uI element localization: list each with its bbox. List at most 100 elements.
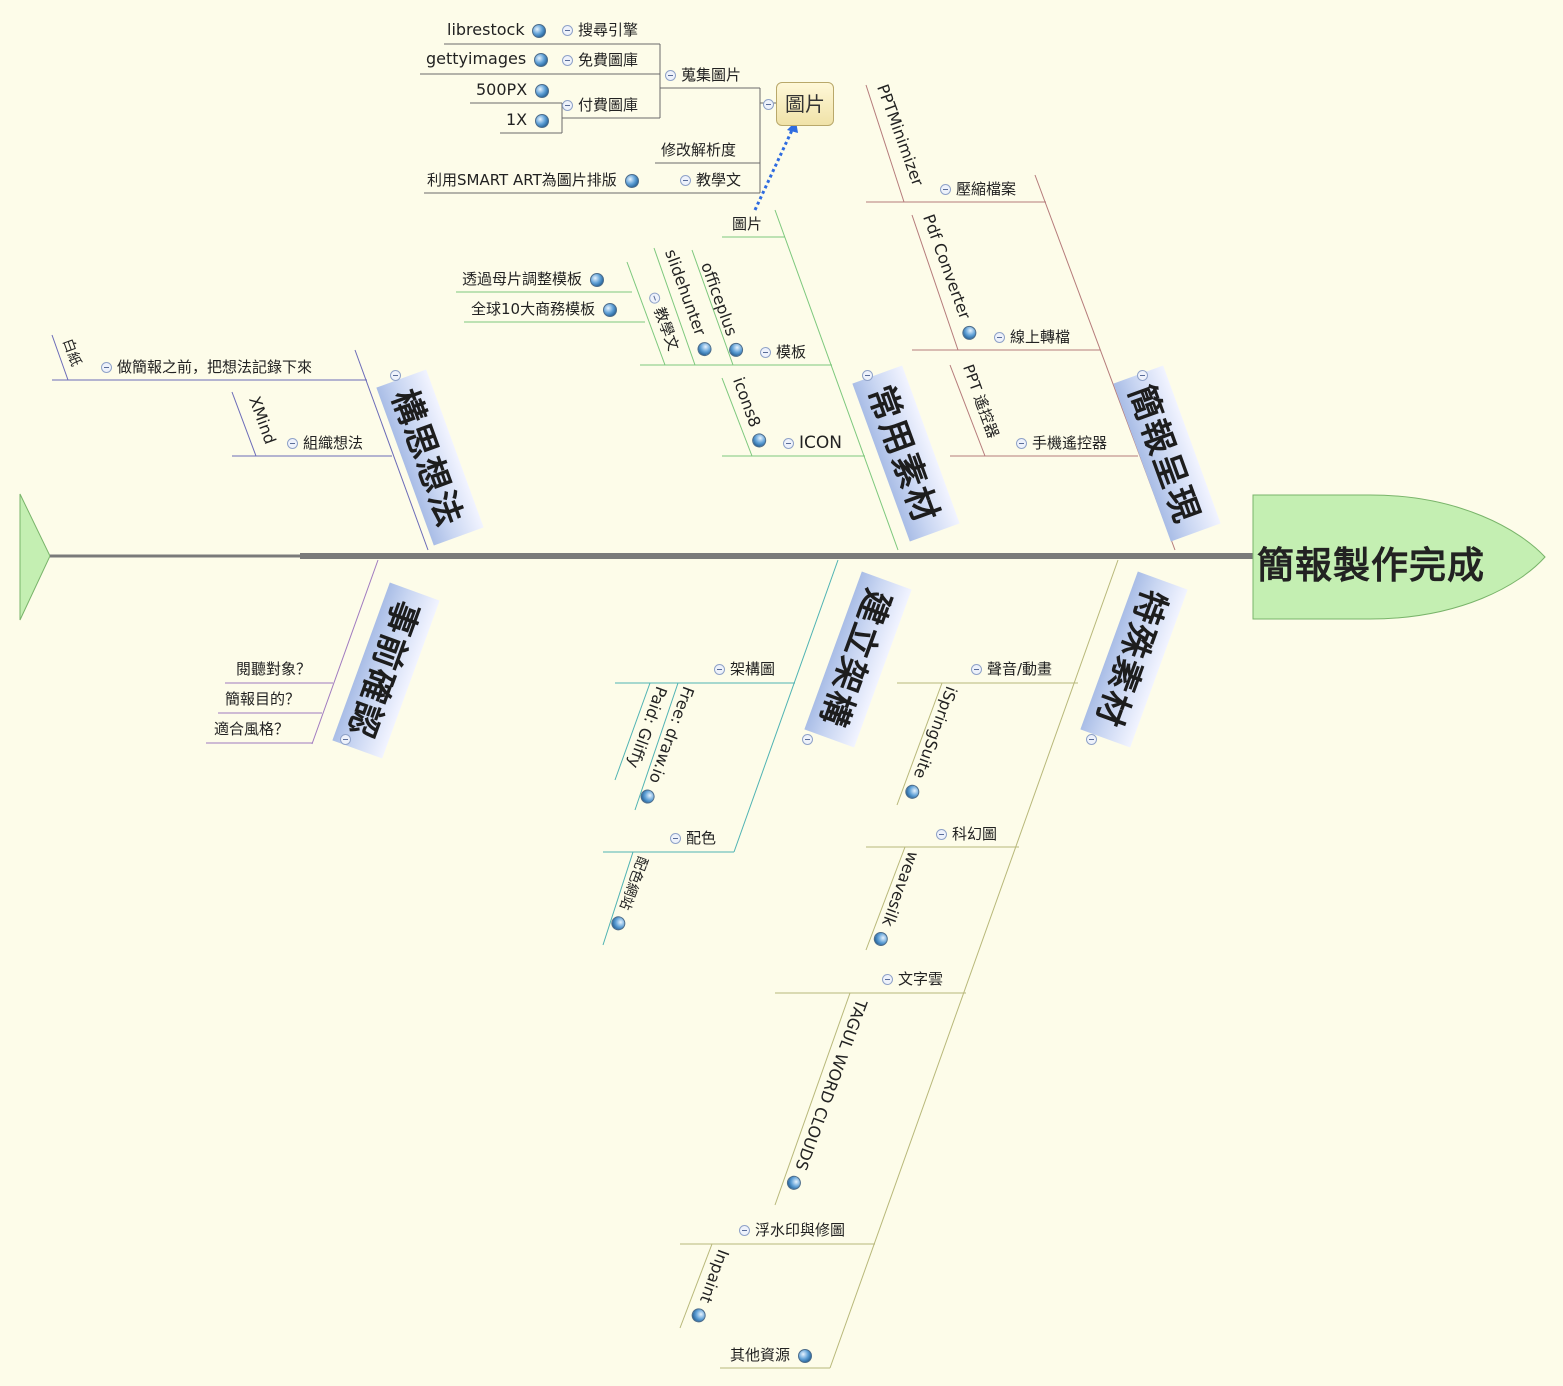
node-label: 透過母片調整模板	[462, 270, 583, 288]
node-label: 全球10大商務模板	[471, 300, 596, 318]
node-label: 簡報目的？	[225, 690, 301, 708]
globe-link-icon[interactable]	[797, 1348, 812, 1363]
node-paid-library[interactable]: 付費圖庫	[557, 96, 638, 114]
globe-link-icon[interactable]	[872, 930, 891, 949]
node-label: 文字雲	[898, 970, 944, 988]
node-label: 付費圖庫	[578, 96, 639, 114]
globe-link-icon[interactable]	[609, 914, 628, 933]
node-resolution[interactable]: 修改解析度	[661, 141, 736, 159]
collapse-icon[interactable]	[340, 734, 351, 745]
node-label: 配色	[686, 829, 717, 847]
node-global10[interactable]: 全球10大商務模板	[471, 300, 620, 318]
collapse-icon[interactable]	[882, 974, 893, 985]
globe-link-icon[interactable]	[602, 302, 617, 317]
collapse-icon[interactable]	[971, 664, 982, 675]
collapse-icon[interactable]	[1086, 734, 1097, 745]
node-audience[interactable]: 閱聽對象？	[236, 660, 311, 678]
node-sound-animation[interactable]: 聲音/動畫	[966, 660, 1052, 678]
node-label: 修改解析度	[661, 141, 737, 159]
node-online-convert[interactable]: 線上轉檔	[989, 328, 1070, 346]
node-label: 免費圖庫	[578, 51, 639, 69]
collapse-icon[interactable]	[862, 370, 873, 381]
node-label: 蒐集圖片	[681, 66, 742, 84]
node-color-scheme[interactable]: 配色	[665, 829, 716, 847]
node-librestock[interactable]: librestock	[447, 21, 549, 39]
globe-link-icon[interactable]	[532, 23, 547, 38]
globe-link-icon[interactable]	[696, 340, 714, 359]
node-label: 做簡報之前，把想法記錄下來	[117, 358, 313, 376]
node-1x[interactable]: 1X	[506, 111, 552, 129]
node-500px[interactable]: 500PX	[476, 81, 552, 99]
collapse-icon[interactable]	[562, 25, 573, 36]
node-label: librestock	[447, 20, 525, 39]
node-label: 利用SMART ART為圖片排版	[427, 171, 617, 189]
globe-link-icon[interactable]	[624, 173, 639, 188]
node-smartart[interactable]: 利用SMART ART為圖片排版	[427, 171, 642, 189]
globe-link-icon[interactable]	[534, 113, 549, 128]
node-icon[interactable]: ICON	[778, 434, 842, 452]
node-compress[interactable]: 壓縮檔案	[935, 180, 1016, 198]
collapse-icon[interactable]	[802, 734, 813, 745]
node-label: 閱聽對象？	[236, 660, 312, 678]
node-label: 科幻圖	[952, 825, 998, 843]
globe-link-icon[interactable]	[534, 83, 549, 98]
node-collect-images[interactable]: 蒐集圖片	[660, 66, 741, 84]
collapse-icon[interactable]	[101, 362, 112, 373]
node-style[interactable]: 適合風格？	[214, 720, 289, 738]
collapse-icon[interactable]	[763, 99, 774, 110]
globe-link-icon[interactable]	[960, 323, 979, 342]
node-label: 浮水印與修圖	[755, 1221, 846, 1239]
globe-link-icon[interactable]	[533, 52, 548, 67]
collapse-icon[interactable]	[287, 438, 298, 449]
collapse-icon[interactable]	[714, 664, 725, 675]
node-architecture-diagram[interactable]: 架構圖	[709, 660, 775, 678]
collapse-icon[interactable]	[1016, 438, 1027, 449]
node-other-resources[interactable]: 其他資源	[730, 1346, 815, 1364]
globe-link-icon[interactable]	[589, 272, 604, 287]
collapse-icon[interactable]	[760, 347, 771, 358]
collapse-icon[interactable]	[680, 175, 691, 186]
node-free-library[interactable]: 免費圖庫	[557, 51, 638, 69]
node-label: 教學文	[696, 171, 742, 189]
node-master-template[interactable]: 透過母片調整模板	[462, 270, 607, 288]
node-search-engine[interactable]: 搜尋引擎	[557, 21, 638, 39]
node-scifi[interactable]: 科幻圖	[931, 825, 997, 843]
collapse-icon[interactable]	[647, 291, 662, 306]
node-label: ICON	[799, 433, 842, 453]
globe-link-icon[interactable]	[689, 1306, 708, 1325]
collapse-icon[interactable]	[670, 833, 681, 844]
collapse-icon[interactable]	[665, 70, 676, 81]
node-phone-remote[interactable]: 手機遙控器	[1011, 434, 1107, 452]
globe-link-icon[interactable]	[727, 340, 746, 359]
collapse-icon[interactable]	[936, 829, 947, 840]
collapse-icon[interactable]	[994, 332, 1005, 343]
node-label: 適合風格？	[214, 720, 290, 738]
node-gettyimages[interactable]: gettyimages	[426, 50, 551, 68]
collapse-icon[interactable]	[783, 438, 794, 449]
collapse-icon[interactable]	[1137, 370, 1148, 381]
node-organize-ideas[interactable]: 組織想法	[282, 434, 363, 452]
collapse-icon[interactable]	[940, 184, 951, 195]
goal-head-shape	[1252, 494, 1546, 620]
node-image-link[interactable]: 圖片	[732, 215, 762, 233]
collapse-icon[interactable]	[562, 100, 573, 111]
fish-tail	[19, 493, 51, 621]
node-template[interactable]: 模板	[755, 343, 806, 361]
node-purpose[interactable]: 簡報目的？	[225, 690, 300, 708]
globe-link-icon[interactable]	[903, 782, 922, 801]
collapse-icon[interactable]	[739, 1225, 750, 1236]
image-topic-box[interactable]: 圖片	[776, 82, 834, 126]
node-label: 架構圖	[730, 660, 776, 678]
globe-link-icon[interactable]	[639, 787, 658, 806]
globe-link-icon[interactable]	[750, 431, 769, 450]
node-label: 組織想法	[303, 434, 364, 452]
collapse-icon[interactable]	[562, 55, 573, 66]
collapse-icon[interactable]	[390, 370, 401, 381]
globe-link-icon[interactable]	[785, 1174, 804, 1193]
node-label: 1X	[506, 110, 528, 129]
node-label: 圖片	[732, 215, 763, 233]
node-image-tutorial[interactable]: 教學文	[675, 171, 741, 189]
node-record-ideas[interactable]: 做簡報之前，把想法記錄下來	[96, 358, 312, 376]
node-word-cloud[interactable]: 文字雲	[877, 970, 943, 988]
node-watermark[interactable]: 浮水印與修圖	[734, 1221, 845, 1239]
